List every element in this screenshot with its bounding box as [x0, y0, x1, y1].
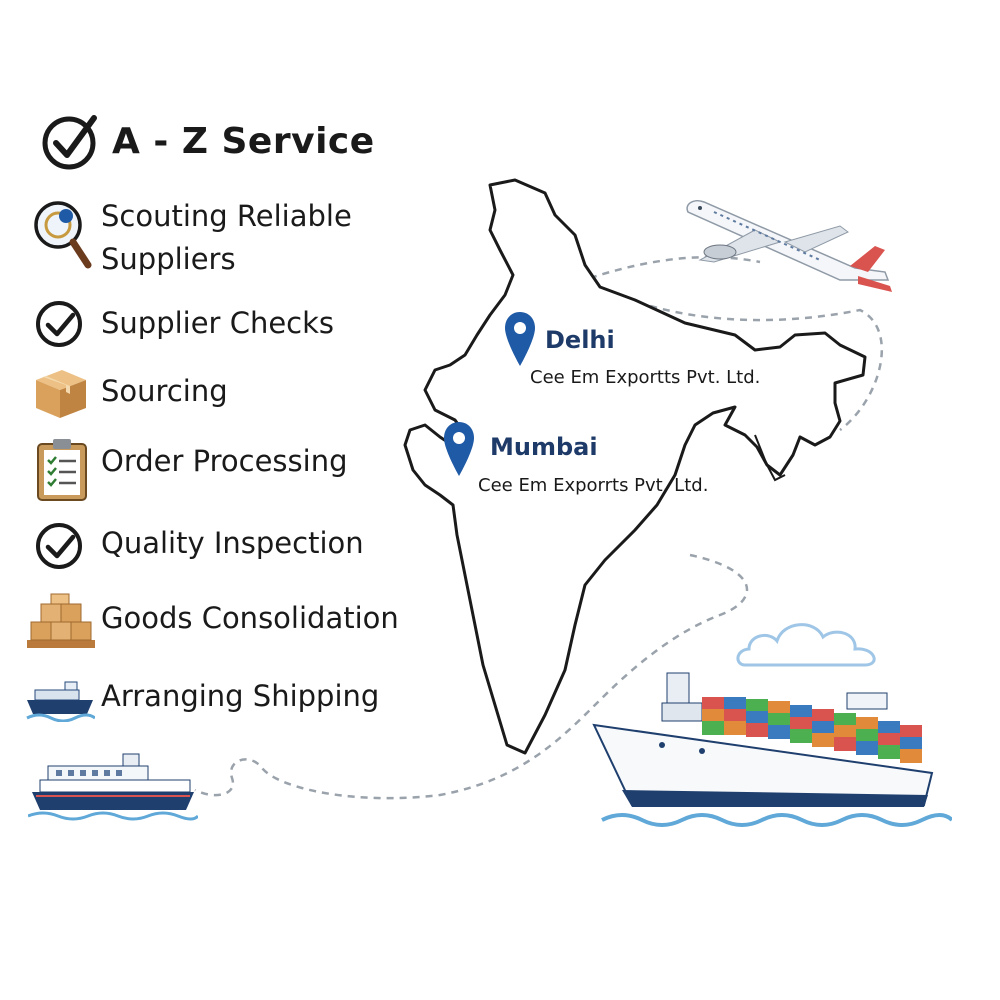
magnifier-search-icon: [34, 201, 92, 269]
location-city-delhi: Delhi: [545, 326, 615, 354]
service-label-sourcing: Sourcing: [101, 374, 228, 408]
service-label-quality-inspection: Quality Inspection: [101, 526, 364, 560]
service-label-supplier-checks: Supplier Checks: [101, 306, 335, 340]
page-title: A - Z Service: [112, 120, 375, 162]
clipboard-checklist-icon: [37, 439, 87, 501]
check-circle-icon: [36, 523, 82, 569]
heading: A - Z Service: [40, 110, 375, 172]
container-ship-icon: [592, 672, 952, 827]
location-city-mumbai: Mumbai: [490, 433, 598, 461]
service-label-scouting: Scouting Reliable Suppliers: [101, 199, 352, 276]
check-circle-icon: [42, 115, 97, 170]
stacked-boxes-pallet-icon: [27, 593, 95, 648]
cardboard-box-icon: [36, 370, 86, 418]
map-pin-icon: [505, 312, 535, 366]
location-company-delhi: Cee Em Exportts Pvt. Ltd.: [530, 367, 761, 388]
service-label-goods-consolidation: Goods Consolidation: [101, 601, 399, 635]
cargo-ship-icon: [26, 681, 95, 722]
airplane-icon: [686, 200, 892, 292]
ferry-ship-icon: [28, 753, 198, 821]
location-company-mumbai: Cee Em Exporrts Pvt. Ltd.: [478, 475, 709, 496]
cloud-icon: [736, 623, 876, 667]
service-scouting: [30, 195, 92, 273]
service-label-order-processing: Order Processing: [101, 444, 348, 478]
service-label-arranging-shipping: Arranging Shipping: [101, 679, 380, 713]
check-circle-icon: [36, 301, 82, 347]
map-pin-icon: [444, 422, 474, 476]
